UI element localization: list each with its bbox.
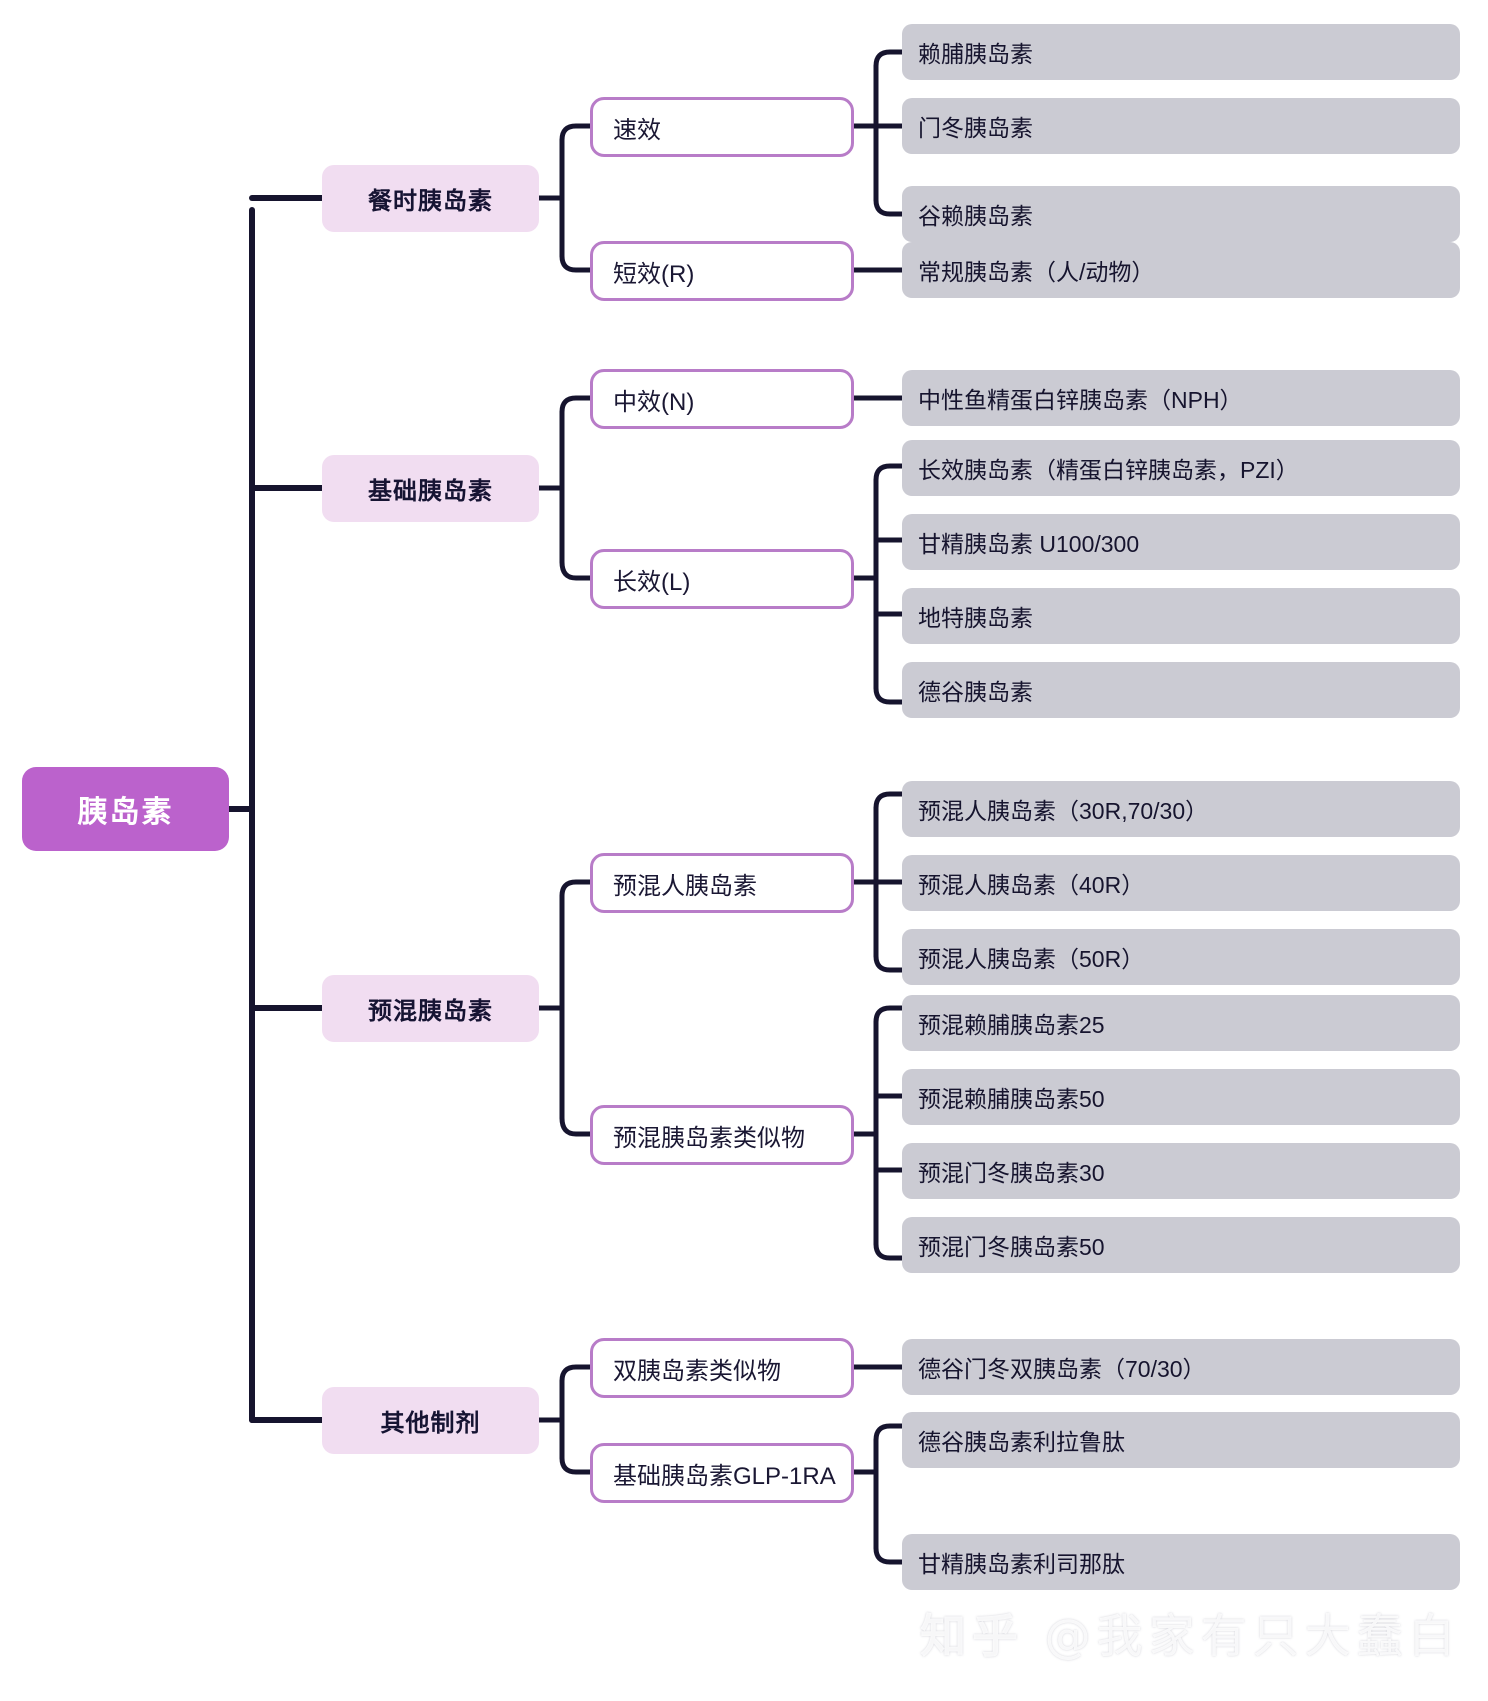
branch-node-premixed-insulin[interactable]: 预混胰岛素 xyxy=(322,975,539,1042)
subbranch-node-intermediate-acting[interactable]: 中效(N) xyxy=(590,369,854,429)
leaf-node[interactable]: 预混赖脯胰岛素50 xyxy=(902,1069,1460,1125)
leaf-node[interactable]: 地特胰岛素 xyxy=(902,588,1460,644)
subbranch-label: 长效(L) xyxy=(613,568,691,596)
leaf-node[interactable]: 甘精胰岛素利司那肽 xyxy=(902,1534,1460,1590)
leaf-node[interactable]: 预混门冬胰岛素30 xyxy=(902,1143,1460,1199)
leaf-node[interactable]: 德谷胰岛素 xyxy=(902,662,1460,718)
leaf-label: 地特胰岛素 xyxy=(918,605,1033,631)
subbranch-node-short-acting[interactable]: 短效(R) xyxy=(590,241,854,301)
leaf-label: 长效胰岛素（精蛋白锌胰岛素，PZI） xyxy=(918,457,1299,483)
watermark-site: 知乎 xyxy=(920,1609,1024,1663)
leaf-label: 常规胰岛素（人/动物） xyxy=(918,259,1155,285)
leaf-label: 预混门冬胰岛素50 xyxy=(918,1234,1105,1260)
leaf-label: 预混赖脯胰岛素25 xyxy=(918,1012,1105,1038)
leaf-node[interactable]: 赖脯胰岛素 xyxy=(902,24,1460,80)
branch-node-other-formulations[interactable]: 其他制剂 xyxy=(322,1387,539,1454)
subbranch-node-premixed-analog[interactable]: 预混胰岛素类似物 xyxy=(590,1105,854,1165)
subbranch-label: 基础胰岛素GLP-1RA xyxy=(613,1462,836,1490)
subbranch-node-basal-glp1ra[interactable]: 基础胰岛素GLP-1RA xyxy=(590,1443,854,1503)
leaf-node[interactable]: 门冬胰岛素 xyxy=(902,98,1460,154)
subbranch-node-long-acting[interactable]: 长效(L) xyxy=(590,549,854,609)
leaf-label: 门冬胰岛素 xyxy=(918,115,1033,141)
leaf-label: 赖脯胰岛素 xyxy=(918,41,1033,67)
leaf-label: 预混人胰岛素（30R,70/30） xyxy=(918,798,1209,824)
leaf-label: 预混人胰岛素（50R） xyxy=(918,946,1145,972)
branch-label: 其他制剂 xyxy=(380,1410,481,1437)
leaf-label: 德谷胰岛素 xyxy=(918,679,1033,705)
subbranch-node-rapid-acting[interactable]: 速效 xyxy=(590,97,854,157)
leaf-node[interactable]: 中性鱼精蛋白锌胰岛素（NPH） xyxy=(902,370,1460,426)
root-node-label: 胰岛素 xyxy=(77,796,174,829)
leaf-node[interactable]: 预混人胰岛素（30R,70/30） xyxy=(902,781,1460,837)
leaf-node[interactable]: 长效胰岛素（精蛋白锌胰岛素，PZI） xyxy=(902,440,1460,496)
leaf-label: 德谷胰岛素利拉鲁肽 xyxy=(918,1429,1125,1455)
leaf-node[interactable]: 预混人胰岛素（50R） xyxy=(902,929,1460,985)
branch-node-meal-insulin[interactable]: 餐时胰岛素 xyxy=(322,165,539,232)
leaf-node[interactable]: 常规胰岛素（人/动物） xyxy=(902,242,1460,298)
leaf-node[interactable]: 甘精胰岛素 U100/300 xyxy=(902,514,1460,570)
subbranch-label: 速效 xyxy=(613,116,661,144)
subbranch-node-premixed-human[interactable]: 预混人胰岛素 xyxy=(590,853,854,913)
leaf-label: 预混人胰岛素（40R） xyxy=(918,872,1145,898)
leaf-label: 德谷门冬双胰岛素（70/30） xyxy=(918,1356,1206,1382)
subbranch-label: 中效(N) xyxy=(613,388,695,416)
subbranch-label: 预混胰岛素类似物 xyxy=(613,1124,805,1152)
leaf-node[interactable]: 德谷胰岛素利拉鲁肽 xyxy=(902,1412,1460,1468)
watermark-handle: @我家有只大蠢白 xyxy=(1044,1609,1461,1663)
watermark: 知乎 @我家有只大蠢白 xyxy=(920,1600,1461,1666)
leaf-label: 甘精胰岛素 U100/300 xyxy=(918,531,1140,557)
subbranch-label: 双胰岛素类似物 xyxy=(613,1357,781,1385)
leaf-node[interactable]: 预混人胰岛素（40R） xyxy=(902,855,1460,911)
subbranch-label: 短效(R) xyxy=(613,260,695,288)
branch-label: 预混胰岛素 xyxy=(368,998,493,1025)
leaf-label: 预混赖脯胰岛素50 xyxy=(918,1086,1105,1112)
leaf-label: 中性鱼精蛋白锌胰岛素（NPH） xyxy=(918,387,1243,413)
branch-label: 餐时胰岛素 xyxy=(368,188,493,215)
leaf-node[interactable]: 预混赖脯胰岛素25 xyxy=(902,995,1460,1051)
leaf-node[interactable]: 德谷门冬双胰岛素（70/30） xyxy=(902,1339,1460,1395)
subbranch-label: 预混人胰岛素 xyxy=(613,872,757,900)
leaf-node[interactable]: 谷赖胰岛素 xyxy=(902,186,1460,242)
subbranch-node-dual-analog[interactable]: 双胰岛素类似物 xyxy=(590,1338,854,1398)
branch-node-basal-insulin[interactable]: 基础胰岛素 xyxy=(322,455,539,522)
leaf-label: 甘精胰岛素利司那肽 xyxy=(918,1551,1125,1577)
root-node[interactable]: 胰岛素 xyxy=(22,767,229,851)
branch-label: 基础胰岛素 xyxy=(368,478,493,505)
leaf-node[interactable]: 预混门冬胰岛素50 xyxy=(902,1217,1460,1273)
leaf-label: 预混门冬胰岛素30 xyxy=(918,1160,1105,1186)
leaf-label: 谷赖胰岛素 xyxy=(918,203,1033,229)
